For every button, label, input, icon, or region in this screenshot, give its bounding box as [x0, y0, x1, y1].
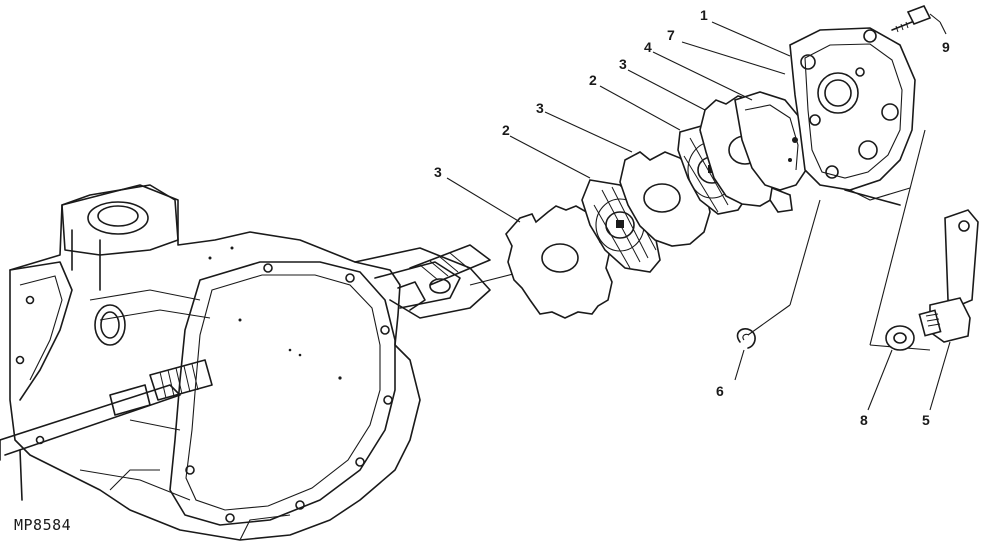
callout-leaders — [446, 21, 951, 411]
steel-plate-front — [505, 205, 613, 319]
callout-2-front: 2 — [502, 122, 510, 138]
callout-7: 7 — [667, 27, 675, 43]
washer — [885, 325, 915, 351]
callout-3-middle: 3 — [536, 100, 544, 116]
callout-9: 9 — [942, 39, 950, 55]
callout-5: 5 — [922, 412, 930, 428]
transaxle-case — [0, 184, 491, 541]
callout-4: 4 — [644, 39, 652, 55]
brake-cover — [789, 27, 916, 206]
callout-2-rear: 2 — [589, 72, 597, 88]
callout-3-rear: 3 — [619, 56, 627, 72]
pressure-plate — [734, 91, 809, 213]
callout-6: 6 — [716, 383, 724, 399]
callout-8: 8 — [860, 412, 868, 428]
cap-screw — [891, 4, 941, 33]
callout-1: 1 — [700, 7, 708, 23]
brake-lever — [869, 129, 979, 351]
figure-reference-code: MP8584 — [14, 516, 72, 534]
snap-ring — [736, 199, 821, 349]
callout-3-front: 3 — [434, 164, 442, 180]
